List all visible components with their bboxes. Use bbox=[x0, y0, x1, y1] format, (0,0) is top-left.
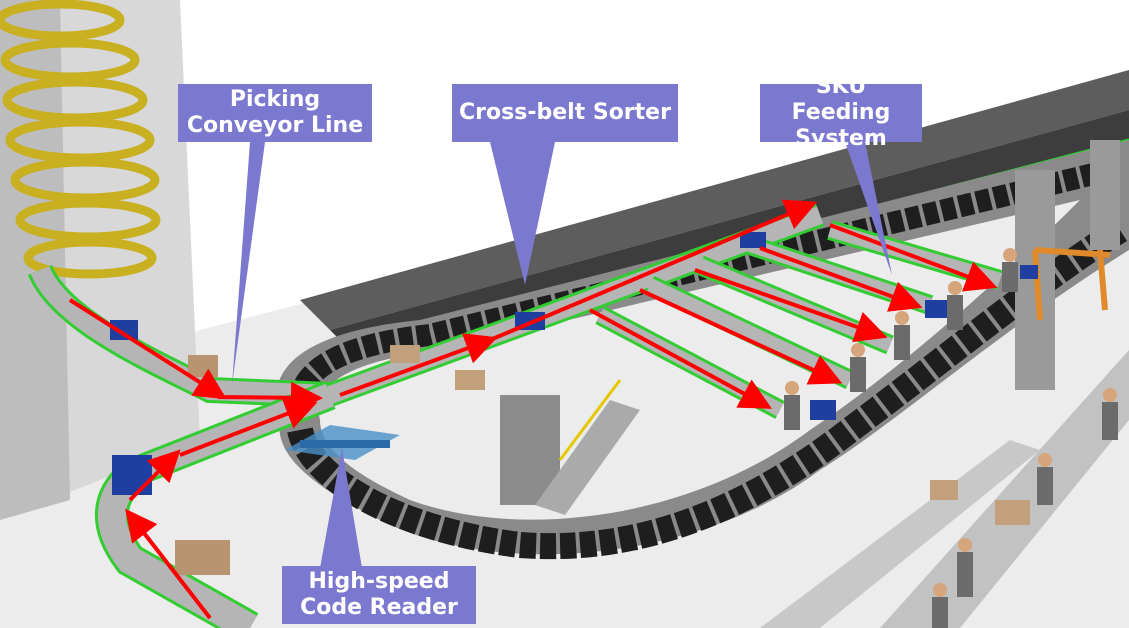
code-reader-gantry bbox=[285, 425, 400, 460]
picking-conveyor-line-label: Picking Conveyor Line bbox=[178, 84, 372, 142]
high-speed-code-reader-label: High-speed Code Reader bbox=[282, 566, 476, 624]
cross-belt-sorter-text: Cross-belt Sorter bbox=[459, 100, 671, 125]
workers bbox=[784, 248, 1118, 628]
flow-arrows bbox=[68, 199, 998, 620]
stairs bbox=[535, 400, 640, 515]
orange-frame bbox=[1032, 247, 1111, 321]
right-roller-conveyor bbox=[880, 350, 1129, 628]
sku-feeding-system-text: SKU Feeding System bbox=[791, 74, 891, 151]
spiral-conveyor bbox=[0, 0, 161, 279]
picking-conveyor-line-text: Picking Conveyor Line bbox=[186, 87, 364, 138]
cross-belt-sorter-label: Cross-belt Sorter bbox=[452, 84, 678, 142]
high-speed-code-reader-text: High-speed Code Reader bbox=[300, 569, 458, 620]
sku-feeding-system-label: SKU Feeding System bbox=[760, 74, 922, 151]
callout-pointers bbox=[232, 142, 892, 568]
